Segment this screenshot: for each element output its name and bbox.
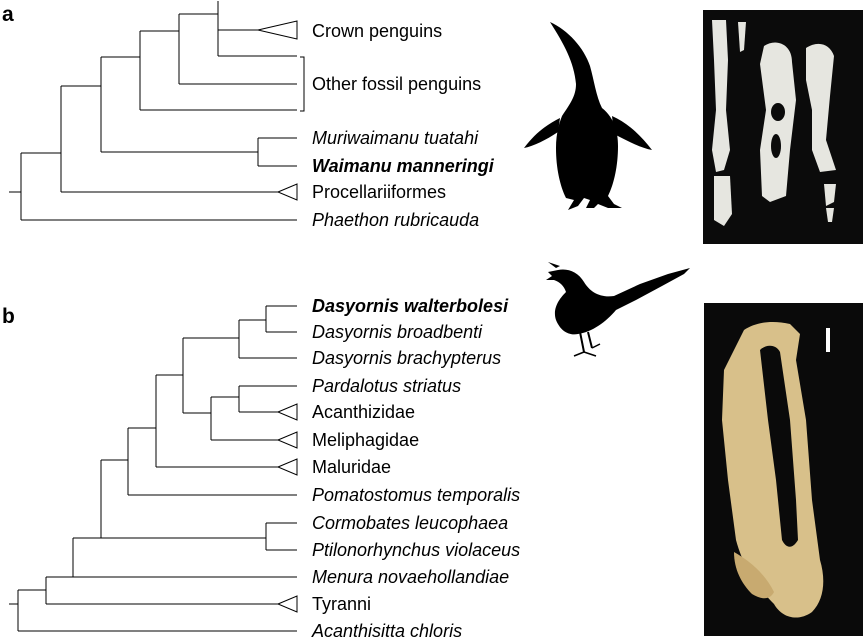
taxon-acanthizidae: Acanthizidae: [312, 402, 415, 422]
maluridae-clade-triangle: [278, 459, 297, 475]
fossil-penguins-bracket: [300, 57, 304, 111]
taxon-tyranni: Tyranni: [312, 594, 371, 614]
taxon-cormobates-leucophaea: Cormobates leucophaea: [312, 513, 508, 533]
taxon-other-fossil-penguins: Other fossil penguins: [312, 74, 481, 94]
penguin-silhouette: [524, 22, 652, 210]
fossil-bones-photo: [703, 10, 863, 244]
panel-b-tree: [9, 306, 297, 631]
acanthizidae-clade-triangle: [278, 404, 297, 420]
bristlebird-silhouette: [546, 262, 690, 356]
panel-b-label: b: [2, 305, 15, 328]
taxon-pardalotus-striatus: Pardalotus striatus: [312, 376, 461, 396]
taxon-procellariiformes: Procellariiformes: [312, 182, 446, 202]
taxon-muriwaimanu-tuatahi: Muriwaimanu tuatahi: [312, 128, 479, 148]
scale-bar: [826, 328, 830, 352]
taxon-meliphagidae: Meliphagidae: [312, 430, 419, 450]
panel-a-label: a: [2, 3, 14, 26]
taxon-menura-novaehollandiae: Menura novaehollandiae: [312, 567, 509, 587]
taxon-dasyornis-broadbenti: Dasyornis broadbenti: [312, 322, 483, 342]
taxon-phaethon-rubricauda: Phaethon rubricauda: [312, 210, 479, 230]
taxon-ptilonorhynchus-violaceus: Ptilonorhynchus violaceus: [312, 540, 520, 560]
tyranni-clade-triangle: [278, 596, 297, 612]
crown-penguins-clade-triangle: [258, 21, 297, 39]
panel-a-tree: [9, 1, 304, 220]
taxon-acanthisitta-chloris: Acanthisitta chloris: [311, 621, 462, 641]
procellariiformes-clade-triangle: [278, 184, 297, 200]
meliphagidae-clade-triangle: [278, 432, 297, 448]
fossil-limb-bone-photo: [704, 303, 863, 636]
taxon-crown-penguins: Crown penguins: [312, 21, 442, 41]
taxon-dasyornis-brachypterus: Dasyornis brachypterus: [312, 348, 501, 368]
taxon-pomatostomus-temporalis: Pomatostomus temporalis: [312, 485, 520, 505]
taxon-dasyornis-walterbolesi: Dasyornis walterbolesi: [312, 296, 509, 316]
panel-b-taxa: Dasyornis walterbolesi Dasyornis broadbe…: [311, 296, 520, 641]
taxon-waimanu-manneringi: Waimanu manneringi: [312, 156, 495, 176]
taxon-maluridae: Maluridae: [312, 457, 391, 477]
panel-a-taxa: Crown penguins Other fossil penguins Mur…: [312, 21, 495, 230]
